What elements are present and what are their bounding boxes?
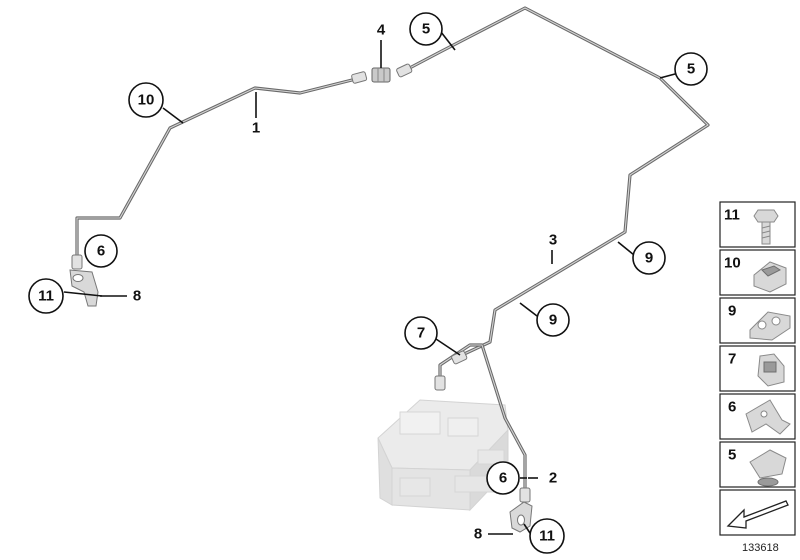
legend-item-5[interactable]: 5 <box>719 441 796 488</box>
double-clip-icon <box>749 311 791 341</box>
svg-text:9: 9 <box>549 312 557 329</box>
callout-11-bottom: 11 <box>529 518 565 554</box>
callout-8-bottom: 8 <box>474 526 482 543</box>
callout-3: 3 <box>549 232 557 249</box>
legend-item-arrow[interactable] <box>719 489 796 536</box>
svg-text:9: 9 <box>728 303 736 320</box>
callout-1: 1 <box>252 120 260 137</box>
callout-6-bottom: 6 <box>486 461 520 495</box>
callout-5-top: 5 <box>409 12 443 46</box>
svg-text:5: 5 <box>687 61 695 78</box>
callout-9-mid: 9 <box>536 303 570 337</box>
brake-pipe-abs-loop <box>438 343 527 502</box>
callout-2: 2 <box>549 470 557 487</box>
brake-pipe-top <box>400 6 710 357</box>
svg-text:6: 6 <box>728 399 736 416</box>
pipe-fitting-abs-2 <box>451 350 468 365</box>
svg-text:8: 8 <box>474 526 482 543</box>
legend-item-6[interactable]: 6 <box>719 393 796 440</box>
arrow-icon <box>726 500 789 529</box>
pipe-fitting-left-end <box>71 254 83 270</box>
svg-text:8: 8 <box>133 288 141 305</box>
pipe-connector-4 <box>371 67 391 83</box>
pipe-fitting-abs-1 <box>434 375 446 391</box>
callout-8-left: 8 <box>133 288 141 305</box>
svg-text:6: 6 <box>499 470 507 487</box>
callout-7: 7 <box>404 316 438 350</box>
svg-text:11: 11 <box>38 288 54 305</box>
legend-item-7[interactable]: 7 <box>719 345 796 392</box>
holder-icon <box>757 353 785 387</box>
svg-text:5: 5 <box>422 21 430 38</box>
pipe-fitting-bottom <box>519 487 531 503</box>
legend-item-9[interactable]: 9 <box>719 297 796 344</box>
diagram-reference-number: 133618 <box>742 542 779 554</box>
callout-5-right: 5 <box>674 52 708 86</box>
svg-text:5: 5 <box>728 447 736 464</box>
svg-text:9: 9 <box>645 250 653 267</box>
svg-text:2: 2 <box>549 470 557 487</box>
pipe-fitting-top <box>396 63 413 78</box>
parts-legend: 11 10 9 <box>719 201 796 536</box>
callout-11-left: 11 <box>28 278 64 314</box>
svg-text:6: 6 <box>97 243 105 260</box>
svg-text:10: 10 <box>138 92 155 109</box>
legend-item-11[interactable]: 11 <box>719 201 796 248</box>
callout-9-right: 9 <box>632 241 666 275</box>
abs-unit-icon <box>377 399 509 512</box>
svg-text:7: 7 <box>417 325 425 342</box>
clip-icon <box>753 261 787 293</box>
callout-6-left: 6 <box>84 234 118 268</box>
svg-text:11: 11 <box>539 528 555 545</box>
svg-text:7: 7 <box>728 351 736 368</box>
bracket-bottom-icon <box>509 501 533 533</box>
brake-pipe-left <box>75 76 362 264</box>
bracket-left-icon <box>69 269 99 307</box>
svg-text:3: 3 <box>549 232 557 249</box>
bracket-icon <box>745 399 791 435</box>
svg-text:10: 10 <box>724 255 741 272</box>
legend-item-10[interactable]: 10 <box>719 249 796 296</box>
bolt-icon <box>753 209 779 245</box>
grommet-clip-icon <box>749 449 787 487</box>
callout-10: 10 <box>128 82 164 118</box>
svg-text:1: 1 <box>252 120 260 137</box>
callout-4: 4 <box>377 22 386 39</box>
svg-text:4: 4 <box>377 22 386 39</box>
pipe-fitting-left <box>351 71 368 84</box>
svg-text:11: 11 <box>724 207 740 224</box>
